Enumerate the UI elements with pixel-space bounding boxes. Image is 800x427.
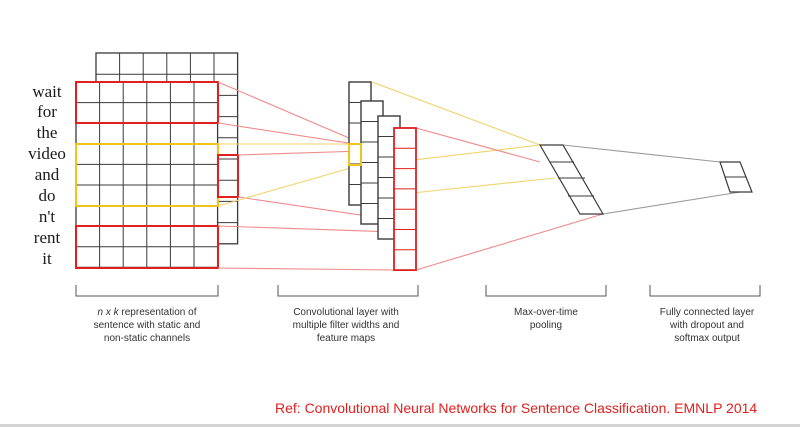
pool-vector-frame <box>538 144 605 215</box>
caption-fc-line2: with dropout and <box>669 320 744 331</box>
window-highlight-red-top <box>75 81 219 124</box>
stage-bracket <box>649 285 761 297</box>
front-channel-matrix <box>75 81 219 269</box>
connector-line <box>415 127 541 163</box>
bottom-divider <box>0 424 800 427</box>
connector-line <box>371 81 541 146</box>
caption-pool-line1: Max-over-time <box>514 307 578 318</box>
word-7: n't <box>39 207 56 226</box>
reference-citation: Ref: Convolutional Neural Networks for S… <box>275 400 757 416</box>
stage-bracket <box>277 285 419 297</box>
caption-fc-line3: softmax output <box>674 333 740 344</box>
max-pooled-vector <box>538 144 605 215</box>
caption-fc-line1: Fully connected layer <box>660 307 755 318</box>
back-channel-highlight <box>217 154 239 198</box>
word-1: wait <box>32 82 62 101</box>
word-3: the <box>37 123 58 142</box>
word-2: for <box>37 102 57 121</box>
word-6: do <box>39 186 56 205</box>
word-8: rent <box>34 228 61 247</box>
connection-lines <box>217 81 741 271</box>
caption-conv-line1: Convolutional layer with <box>293 307 399 318</box>
connector-line <box>402 177 556 195</box>
feature-map-4-frame <box>393 127 417 272</box>
connector-line <box>602 191 741 215</box>
stage-captions: n x k representation of sentence with st… <box>94 307 755 344</box>
caption-input-line3: non-static channels <box>104 333 190 344</box>
caption-conv-line2: multiple filter widths and <box>293 320 400 331</box>
word-9: it <box>42 249 52 268</box>
connector-line <box>217 225 395 233</box>
word-4: video <box>28 144 66 163</box>
stage-bracket <box>75 285 219 297</box>
caption-input-line2: sentence with static and <box>94 320 201 331</box>
connector-line <box>562 144 721 163</box>
caption-input-line1: n x k representation of <box>98 307 197 318</box>
connector-line <box>415 213 604 271</box>
stage-bracket <box>485 285 607 297</box>
convolutional-feature-maps <box>348 81 417 272</box>
connector-line <box>217 164 362 207</box>
connector-line <box>217 81 350 139</box>
connector-line <box>217 267 395 271</box>
softmax-output-vector <box>719 161 753 193</box>
caption-pool-line2: pooling <box>530 320 562 331</box>
caption-conv-line3: feature maps <box>317 333 375 344</box>
word-5: and <box>35 165 60 184</box>
feature-map-yellow-cell <box>348 143 362 166</box>
input-embedding-matrix <box>75 52 239 269</box>
feature-map-4 <box>393 127 417 272</box>
input-words: wait for the video and do n't rent it <box>28 82 66 268</box>
window-highlight-red-bottom <box>75 225 219 269</box>
stage-brackets <box>75 285 761 297</box>
